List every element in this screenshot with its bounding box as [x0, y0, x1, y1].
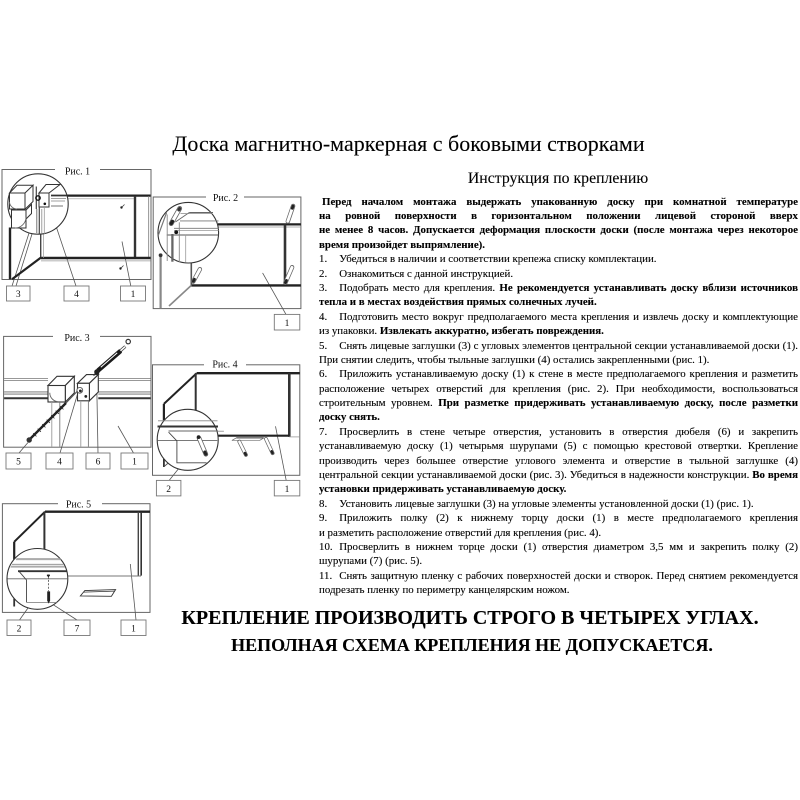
svg-text:Рис. 4: Рис. 4	[212, 359, 237, 370]
svg-text:2: 2	[17, 625, 22, 635]
svg-text:1: 1	[285, 319, 290, 329]
svg-text:7: 7	[75, 625, 80, 635]
svg-text:1: 1	[285, 485, 290, 495]
svg-text:2: 2	[166, 485, 171, 495]
svg-text:4: 4	[74, 290, 79, 300]
svg-text:Рис. 2: Рис. 2	[213, 193, 238, 204]
svg-text:1: 1	[131, 290, 136, 300]
svg-text:Рис. 5: Рис. 5	[66, 499, 91, 510]
svg-text:4: 4	[57, 458, 62, 468]
svg-text:1: 1	[131, 625, 136, 635]
svg-text:5: 5	[16, 458, 21, 468]
svg-text:Рис. 1: Рис. 1	[65, 167, 90, 178]
svg-text:3: 3	[16, 290, 21, 300]
svg-text:1: 1	[132, 458, 137, 468]
svg-text:6: 6	[96, 458, 101, 468]
svg-text:Рис. 3: Рис. 3	[64, 333, 89, 344]
